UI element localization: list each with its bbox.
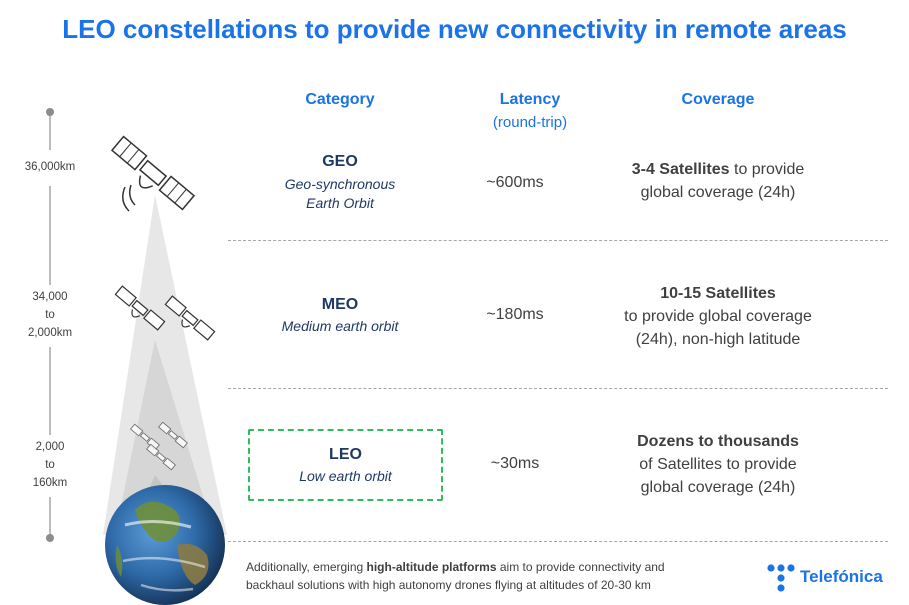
- category-desc: Low earth orbit: [299, 468, 392, 484]
- satellite-icon: [146, 443, 176, 471]
- meo-beam: [115, 340, 215, 535]
- signal-arc: [128, 184, 136, 206]
- altitude-top-dot: [46, 108, 54, 116]
- satellite-icon: [130, 423, 160, 451]
- header-category: Category: [305, 91, 375, 108]
- row-leo-category: LEO Low earth orbit: [248, 446, 443, 486]
- signal-arc: [122, 186, 130, 212]
- brand-name: Telefónica: [800, 567, 883, 586]
- row-meo-coverage: 10-15 Satellites to provide global cover…: [624, 285, 812, 348]
- category-desc: Geo-synchronous: [284, 176, 396, 192]
- page-title: LEO constellations to provide new connec…: [62, 14, 847, 44]
- altitude-label-meo: 34,000 to 2,000km: [27, 291, 73, 339]
- row-geo-latency: ~600ms: [486, 174, 544, 191]
- row-separator: [228, 388, 888, 389]
- altitude-bottom-dot: [46, 534, 54, 542]
- row-geo-category: GEO Geo-synchronous Earth Orbit: [240, 153, 440, 213]
- altitude-label-geo: 36,000km: [24, 161, 76, 173]
- row-leo-coverage: Dozens to thousands of Satellites to pro…: [637, 433, 799, 496]
- telefonica-logo-icon: [767, 564, 795, 592]
- orbit-illustration: [103, 135, 227, 605]
- altitude-label-bg-geo: [0, 150, 100, 186]
- header-latency-sub: (round-trip): [492, 114, 568, 131]
- row-meo-category: MEO Medium earth orbit: [240, 296, 440, 336]
- satellite-icon: [110, 135, 196, 211]
- altitude-label-leo: 2,000 to 160km: [32, 441, 68, 489]
- satellite-icon: [158, 421, 188, 449]
- category-name: LEO: [329, 446, 362, 463]
- category-name: MEO: [321, 296, 359, 313]
- category-desc: Earth Orbit: [306, 195, 374, 211]
- row-leo-latency: ~30ms: [490, 455, 540, 472]
- header-latency: Latency: [499, 91, 561, 108]
- row-separator: [228, 240, 888, 241]
- header-coverage: Coverage: [681, 91, 755, 108]
- satellite-icon: [164, 295, 216, 341]
- earth-globe-icon: [105, 485, 225, 605]
- altitude-label-bg-leo: [0, 435, 100, 497]
- row-geo-coverage: 3-4 Satellites to provide global coverag…: [631, 161, 805, 201]
- row-separator: [228, 541, 888, 542]
- row-meo-latency: ~180ms: [486, 306, 544, 323]
- altitude-label-bg-meo: [0, 285, 100, 347]
- category-name: GEO: [322, 153, 358, 170]
- footnote: Additionally, emerging high-altitude pla…: [246, 560, 665, 592]
- satellite-icon: [114, 285, 166, 331]
- category-desc: Medium earth orbit: [281, 318, 399, 334]
- leo-highlight-box: [248, 429, 443, 501]
